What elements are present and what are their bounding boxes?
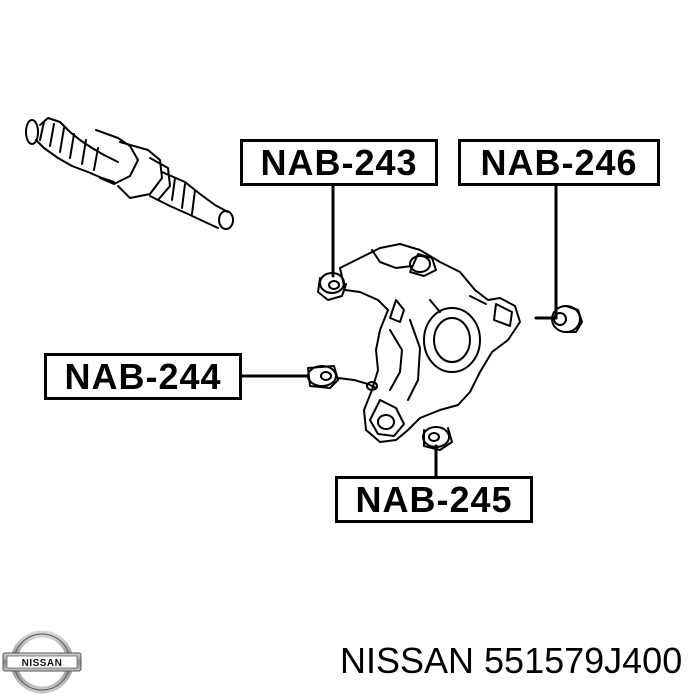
drive-shaft-drawing — [25, 117, 234, 230]
bushing-244 — [307, 365, 378, 391]
part-label-text: NAB-245 — [355, 478, 513, 520]
part-label-text: NAB-244 — [64, 355, 222, 397]
nissan-logo: NISSAN — [2, 630, 82, 694]
part-label-nab-245: NAB-245 — [335, 476, 533, 523]
knuckle-drawing — [339, 243, 521, 443]
logo-wordmark: NISSAN — [22, 658, 63, 669]
part-label-nab-244: NAB-244 — [44, 353, 242, 400]
part-label-nab-243: NAB-243 — [240, 139, 438, 186]
leader-lines — [240, 184, 558, 478]
part-label-text: NAB-246 — [480, 141, 638, 183]
part-label-text: NAB-243 — [260, 141, 418, 183]
part-label-nab-246: NAB-246 — [458, 139, 660, 186]
brand-part-number: NISSAN 551579J400 — [340, 640, 683, 681]
